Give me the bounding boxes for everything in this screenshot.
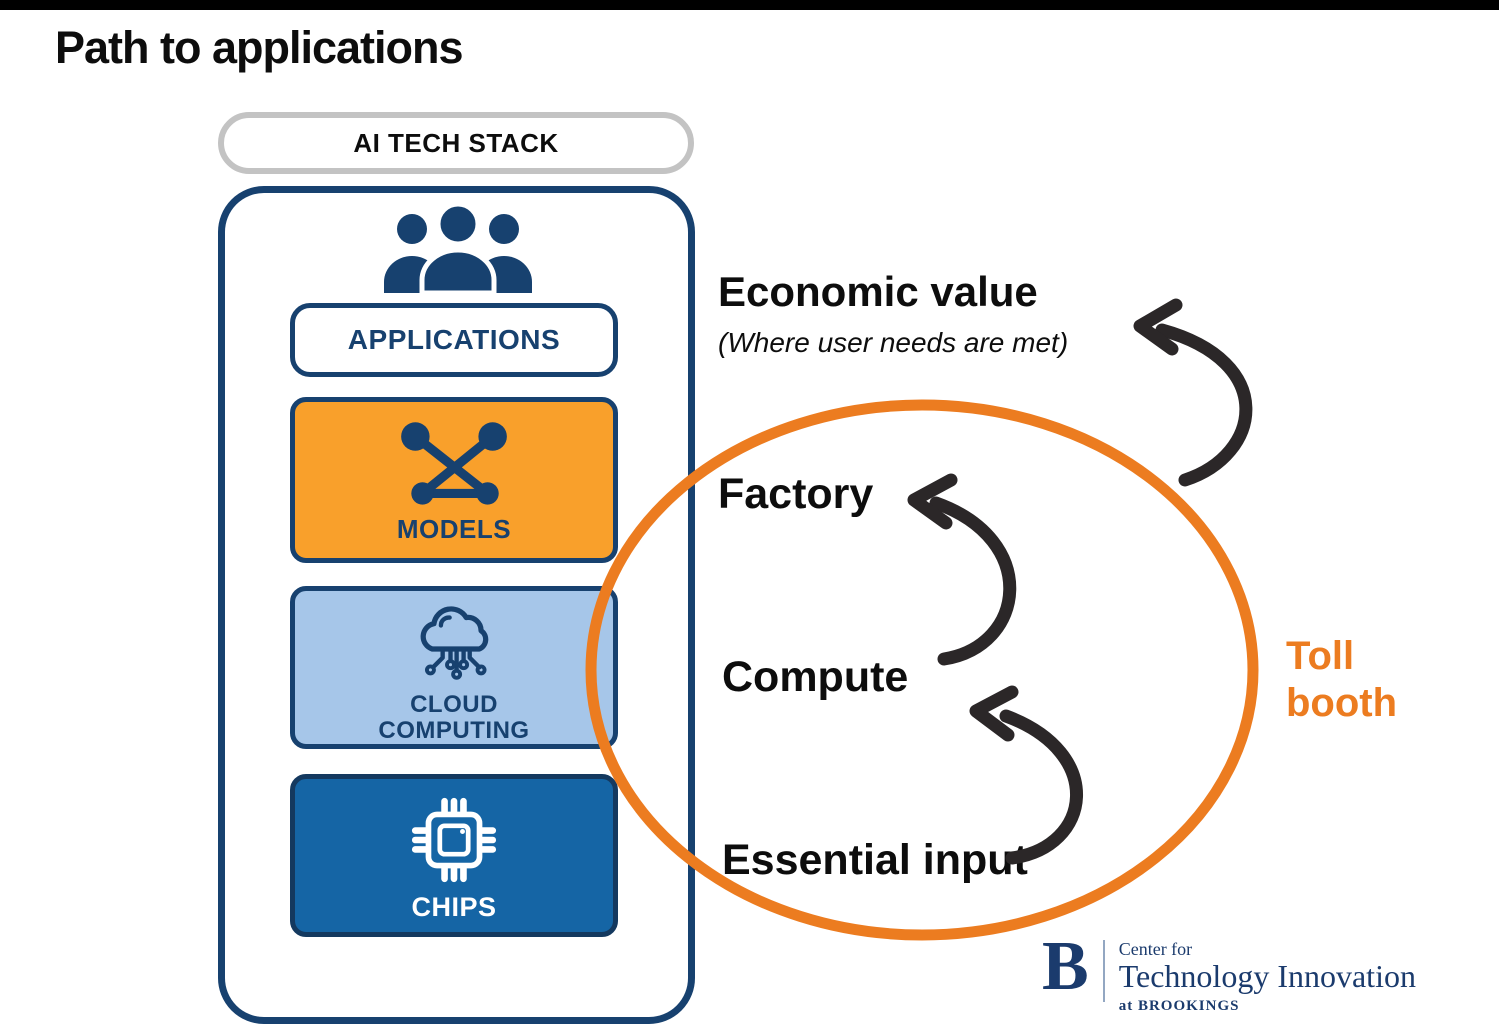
cloud-computing-icon [420, 605, 489, 680]
arrow-essential-to-compute [969, 685, 1083, 865]
applications-label: APPLICATIONS [347, 324, 561, 355]
economic-value-subtitle: (Where user needs are met) [718, 327, 1069, 358]
logo-center-for: Center for [1118, 939, 1193, 959]
arrow-compute-to-factory [907, 473, 1017, 666]
cloud-label-line1: CLOUD [410, 690, 498, 718]
essential-input-label: Essential input [722, 836, 1028, 884]
layer-chips: CHIPS [290, 774, 618, 937]
cloud-label-line2: COMPUTING [378, 716, 530, 744]
toll-booth-line1: Toll [1286, 634, 1355, 678]
ai-tech-stack-header: AI TECH STACK [218, 112, 694, 174]
network-icon [401, 421, 507, 505]
layer-applications: APPLICATIONS [290, 303, 618, 377]
brookings-logo: B Center for Technology Innovation at BR… [1042, 928, 1416, 1015]
logo-technology-innovation: Technology Innovation [1118, 958, 1416, 994]
brookings-b-mark: B [1042, 928, 1089, 1005]
factory-label: Factory [718, 470, 874, 518]
chip-icon [411, 797, 497, 883]
models-label: MODELS [396, 513, 512, 544]
arrow-factory-to-economic-value [1133, 298, 1253, 487]
toll-booth-label: Toll booth [1286, 633, 1397, 727]
logo-divider [1102, 940, 1105, 1002]
logo-at-brookings: at BROOKINGS [1118, 997, 1240, 1014]
page-title: Path to applications [55, 22, 464, 73]
economic-value-label: Economic value [718, 268, 1038, 315]
ai-tech-stack-label: AI TECH STACK [353, 127, 559, 158]
layer-cloud-computing: CLOUD COMPUTING [290, 586, 618, 749]
toll-booth-line2: booth [1286, 681, 1398, 726]
layer-models: MODELS [290, 397, 618, 563]
top-black-bar [0, 0, 1499, 10]
users-icon [384, 203, 532, 293]
compute-label: Compute [722, 653, 909, 701]
chips-label: CHIPS [411, 892, 497, 922]
